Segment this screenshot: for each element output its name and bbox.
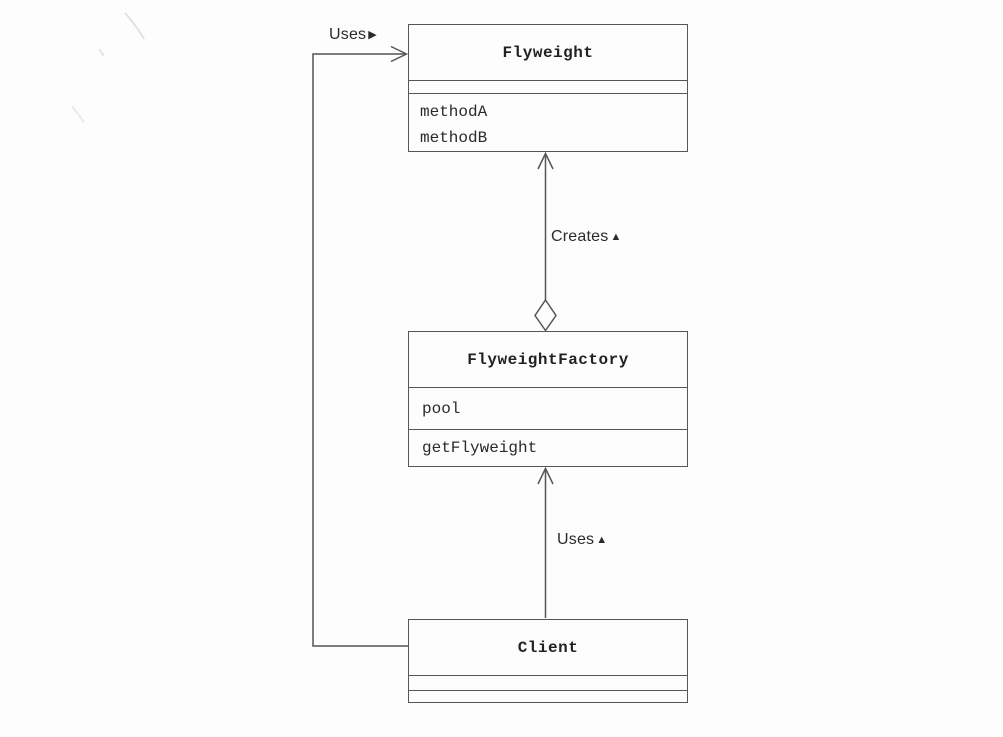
method-entry: methodA [420, 103, 488, 121]
scan-artifact [98, 48, 105, 57]
aggregation-diamond-icon [534, 298, 557, 332]
uses-flyweight-association-line [312, 53, 408, 647]
uses-factory-label-text: Uses [557, 531, 595, 548]
attributes-compartment-client [409, 675, 687, 690]
attribute-entry: pool [422, 399, 461, 418]
direction-up-triangle-icon: ▲ [596, 534, 608, 546]
class-name-flyweight: Flyweight [502, 43, 594, 62]
uses-flyweight-open-arrowhead-icon [390, 45, 409, 63]
method-entry: methodB [420, 129, 488, 147]
attributes-compartment-flyweight [409, 80, 687, 93]
class-box-flyweight: Flyweight methodA methodB [408, 24, 688, 152]
methods-compartment-client [409, 690, 687, 703]
uses-factory-label: Uses▲ [557, 531, 607, 549]
creates-open-arrowhead-icon [537, 151, 554, 170]
methods-compartment-factory: getFlyweight [409, 429, 687, 467]
creates-label-text: Creates [551, 228, 609, 245]
creates-label: Creates▲ [551, 228, 622, 246]
direction-up-triangle-icon: ▲ [610, 231, 622, 243]
class-name-flyweight-factory: FlyweightFactory [467, 350, 629, 369]
class-name-client: Client [517, 638, 579, 657]
uses-factory-open-arrowhead-icon [537, 466, 554, 485]
uses-flyweight-label: Uses▶ [329, 26, 377, 44]
class-box-client: Client [408, 619, 688, 703]
scan-artifact [71, 105, 85, 123]
direction-right-triangle-icon: ▶ [368, 29, 377, 41]
class-box-flyweight-factory: FlyweightFactory pool getFlyweight [408, 331, 688, 467]
attributes-compartment-factory: pool [409, 387, 687, 429]
scan-artifact [124, 12, 145, 40]
uses-flyweight-label-text: Uses [329, 26, 367, 43]
method-entry: getFlyweight [422, 439, 538, 458]
methods-compartment-flyweight: methodA methodB [409, 93, 687, 152]
